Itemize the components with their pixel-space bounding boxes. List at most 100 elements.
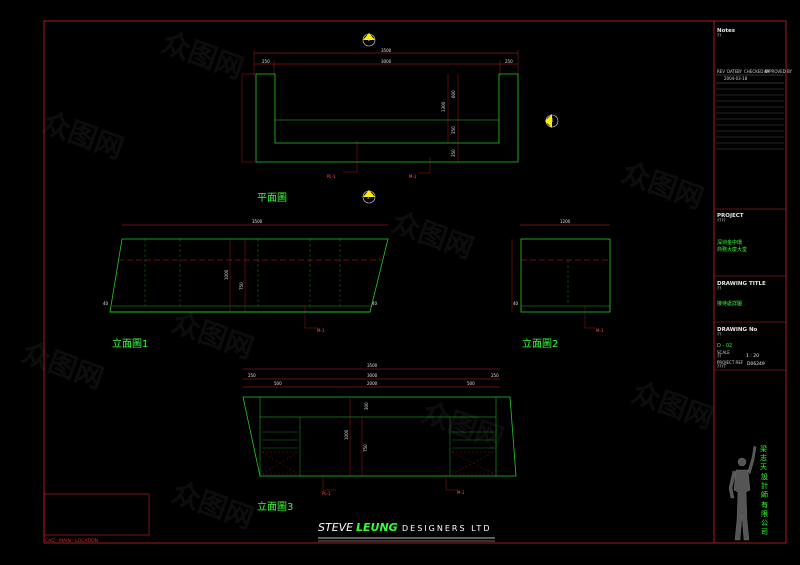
cad-text: ?? xyxy=(717,332,721,337)
cad-text: 限 xyxy=(761,509,768,518)
cad-text: PROJECT REF xyxy=(717,360,744,365)
cad-text: 設 xyxy=(761,472,768,481)
location-text: CAD - MAIN - LOCATION xyxy=(45,538,98,544)
cad-text: 有 xyxy=(761,500,768,509)
cad-text: 3500 xyxy=(252,219,263,224)
watermark: 众图网 xyxy=(18,336,108,396)
section-marker-right: 2 xyxy=(545,114,559,128)
rev-date: 2004-03-18 xyxy=(724,76,748,81)
watermark: 众图网 xyxy=(38,106,128,166)
cad-text: 250 xyxy=(248,373,256,378)
section-marker-mid: 3 xyxy=(362,190,376,204)
scale-value: 1 : 20 xyxy=(746,353,759,359)
cad-text: ???? xyxy=(717,364,726,369)
watermark: 众图网 xyxy=(388,206,478,266)
cad-text: M-1 xyxy=(317,328,325,333)
drawing-no: D - 02 xyxy=(717,343,732,349)
cad-text: 750 xyxy=(363,444,368,452)
drawing-title: 接待處詳圖 xyxy=(717,300,742,307)
plan-label: 平面圖 xyxy=(257,192,287,204)
cad-text: PL-1 xyxy=(322,491,331,496)
cad-text: CHECKED BY xyxy=(744,69,770,74)
cad-text: 1200 xyxy=(560,219,571,224)
revision-table: REV DATE BY CHECKED BY APPROVED BY 2004-… xyxy=(716,69,793,150)
cad-text: ???? xyxy=(717,218,726,223)
cad-text: 師 xyxy=(761,490,768,499)
brand-steve: STEVE xyxy=(318,521,353,534)
cad-text: 40 xyxy=(513,301,519,306)
cad-text: 40 xyxy=(372,301,378,306)
project-ref-value: D06249 xyxy=(747,361,765,367)
cad-text: 志 xyxy=(760,453,767,462)
cad-text: 300 xyxy=(364,402,369,410)
brand-leung: LEUNG xyxy=(356,521,398,534)
cad-text: APPROVED BY xyxy=(764,69,793,74)
elevation-3-view: 3500 250 3000 250 500 2000 500 300 1000 … xyxy=(242,363,517,513)
cad-text: 350 xyxy=(451,149,456,157)
title-block: Notes ?? REV DATE BY CHECKED BY APPROVED… xyxy=(714,28,793,371)
cad-text: DATE xyxy=(727,69,738,74)
cad-text: 40 xyxy=(103,301,109,306)
watermark: 众图网 xyxy=(168,306,258,366)
cad-text: PL-1 xyxy=(327,174,336,179)
plan-view: 1 3500 250 3000 250 600 1300 350 350 PL-… xyxy=(241,33,559,204)
cad-text: 750 xyxy=(239,282,244,290)
cad-text: 350 xyxy=(451,126,456,134)
watermark: 众图网 xyxy=(158,26,248,86)
cad-text: M-1 xyxy=(457,490,465,495)
cad-text: 3000 xyxy=(381,59,392,64)
cad-text: 1 xyxy=(368,37,371,42)
elevation-2-label: 立面圖2 xyxy=(522,337,558,350)
cad-text: 計 xyxy=(761,481,768,490)
cad-text: 1300 xyxy=(441,101,446,112)
cad-text: 2 xyxy=(551,118,554,123)
key-plan-box xyxy=(43,493,150,536)
brand-designers: DESIGNERS LTD xyxy=(402,524,491,533)
watermark: 众图网 xyxy=(628,376,718,436)
cad-text: 1000 xyxy=(344,429,349,440)
cad-text: REV xyxy=(717,69,725,74)
cad-text: 2000 xyxy=(367,381,378,386)
cad-text: ?? xyxy=(717,354,721,359)
cad-text: 3500 xyxy=(381,48,392,53)
project-label: PROJECT xyxy=(717,213,744,219)
notes-sub: ?? xyxy=(717,33,721,38)
cad-text: 3500 xyxy=(367,363,378,368)
project-name-line2: 商務大廈大堂 xyxy=(717,246,747,253)
brand-logo: STEVE LEUNG DESIGNERS LTD xyxy=(318,521,495,542)
elevation-3-label: 立面圖3 xyxy=(257,500,293,513)
company-vertical-name: 梁 志 天 設 計 師 有 限 公 司 xyxy=(760,444,768,536)
elevation-1-view: 3500 1000 750 40 40 M-1 立面圖1 xyxy=(103,219,389,350)
sheet-border xyxy=(43,20,787,544)
cad-text: 公 xyxy=(761,519,768,527)
elevation-2-view: 1200 40 M-1 立面圖2 xyxy=(511,219,611,350)
cad-text: 司 xyxy=(761,528,768,536)
watermark: 众图网 xyxy=(418,396,508,456)
cad-text: M-1 xyxy=(409,174,417,179)
watermark: 众图网 xyxy=(168,476,258,536)
watermark-layer: 众图网 众图网 众图网 众图网 众图网 众图网 众图网 众图网 众图网 xyxy=(18,26,718,536)
drawing-no-label: DRAWING No xyxy=(717,327,758,333)
cad-text: 250 xyxy=(491,373,499,378)
cad-text: 3 xyxy=(367,195,370,200)
cad-text: ?? xyxy=(717,286,721,291)
drawing-title-label: DRAWING TITLE xyxy=(717,281,766,287)
cad-text: BY xyxy=(737,69,743,74)
cad-text: 250 xyxy=(505,59,513,64)
watermark: 众图网 xyxy=(618,156,708,216)
cad-text: 1000 xyxy=(224,269,229,280)
cad-text: SCALE xyxy=(717,350,730,355)
modulor-figure-logo xyxy=(728,445,757,541)
cad-text: 250 xyxy=(262,59,270,64)
cad-text: 500 xyxy=(274,381,282,386)
cad-text: M-1 xyxy=(596,328,604,333)
elevation-1-label: 立面圖1 xyxy=(112,337,148,350)
cad-text: 梁 xyxy=(760,444,767,453)
cad-text: 3000 xyxy=(367,373,378,378)
cad-text: 500 xyxy=(467,381,475,386)
notes-label: Notes xyxy=(717,28,736,34)
cad-text: 600 xyxy=(451,90,456,98)
section-marker-top: 1 xyxy=(362,33,376,47)
project-name-line1: 深圳金中環 xyxy=(717,239,742,246)
